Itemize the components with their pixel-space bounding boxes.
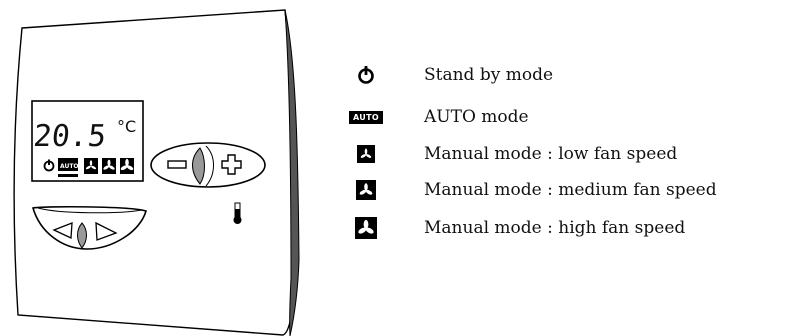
legend-item: Stand by mode	[352, 62, 553, 88]
power-icon	[43, 159, 55, 172]
setpoint-rocker-button[interactable]	[150, 142, 266, 188]
legend-text: Manual mode : high fan speed	[424, 218, 686, 238]
legend-text: Stand by mode	[424, 65, 554, 85]
minus-icon[interactable]	[167, 160, 187, 169]
auto-badge: AUTO	[349, 106, 383, 128]
temperature-unit: °C	[117, 117, 136, 136]
fan-medium-icon	[352, 179, 380, 201]
legend-text: AUTO mode	[424, 107, 529, 127]
left-arrow-icon[interactable]	[52, 222, 73, 239]
mode-rocker-button[interactable]	[32, 205, 147, 250]
legend-item: Manual mode : high fan speed	[352, 215, 685, 241]
auto-badge-label: AUTO	[349, 110, 383, 124]
fan-low-indicator	[84, 158, 98, 174]
temperature-readout: 20.5	[32, 119, 108, 154]
right-arrow-icon[interactable]	[95, 221, 118, 241]
auto-indicator	[58, 158, 78, 171]
fan-high-icon	[352, 217, 380, 239]
auto-underline	[58, 174, 78, 177]
fan-medium-indicator	[102, 158, 116, 174]
fan-high-indicator	[120, 158, 134, 174]
legend-text: Manual mode : low fan speed	[424, 144, 678, 164]
legend-item: Manual mode : medium fan speed	[352, 177, 717, 203]
legend-item: Manual mode : low fan speed	[352, 141, 677, 167]
fan-low-icon	[352, 143, 380, 165]
plus-icon[interactable]	[221, 154, 242, 175]
legend-text: Manual mode : medium fan speed	[424, 180, 717, 200]
device-edge	[284, 9, 300, 336]
thermostat-device: 20.5 °C AUTO	[13, 9, 300, 336]
thermometer-icon	[233, 202, 242, 224]
power-icon	[352, 64, 380, 86]
legend-item: AUTO AUTO mode	[349, 104, 529, 130]
auto-indicator-label: AUTO	[60, 163, 79, 170]
